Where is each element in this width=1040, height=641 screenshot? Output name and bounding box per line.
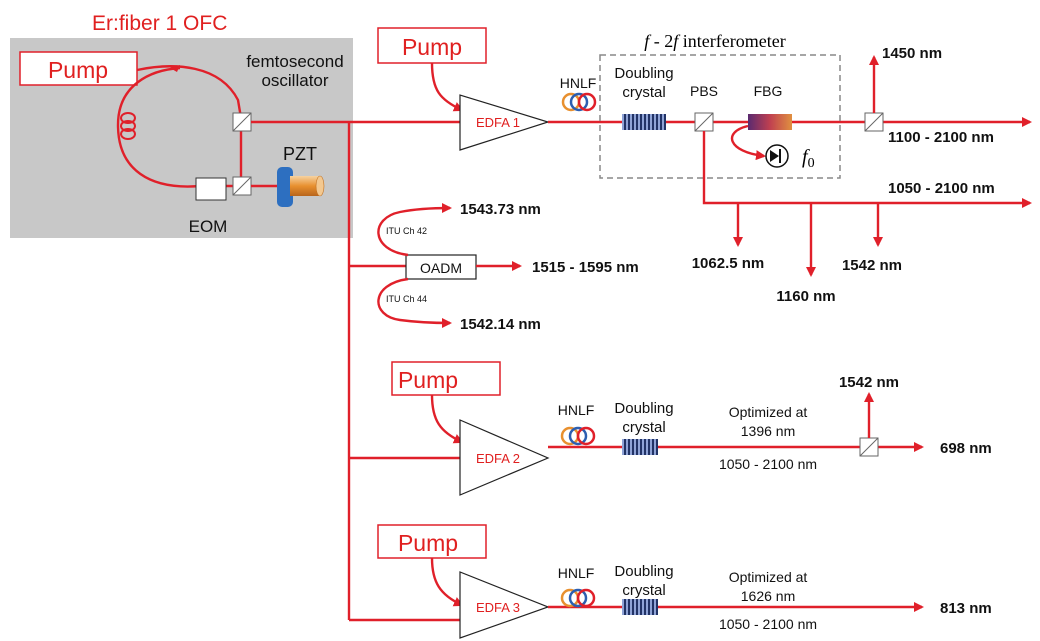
out-1100-label: 1100 - 2100 nm (888, 129, 994, 146)
eom-label: EOM (189, 217, 228, 236)
edfa3-label: EDFA 3 (476, 600, 520, 615)
branch2-pump-label: Pump (398, 367, 458, 393)
branch2-crystal-icon (622, 439, 658, 455)
branch3-opt-label-1: Optimized at (729, 569, 808, 585)
branch1-pump-label: Pump (402, 34, 462, 60)
oadm-drop-bottom-arrow (377, 277, 452, 328)
branch2-range-label: 1050 - 2100 nm (719, 456, 817, 472)
out-1062-label: 1062.5 nm (692, 255, 765, 272)
branch3-out-label: 813 nm (940, 600, 992, 617)
branch2-crystal-label-2: crystal (622, 419, 665, 436)
edfa2-label: EDFA 2 (476, 451, 520, 466)
pzt-icon (277, 167, 325, 207)
oadm-box (405, 254, 477, 280)
fbg-icon (748, 114, 792, 130)
branch1-crystal-label-1: Doubling (614, 65, 673, 82)
oadm-ch44-label: ITU Ch 44 (386, 294, 427, 304)
out-1160-label: 1160 nm (776, 288, 835, 305)
branch2-crystal-label-1: Doubling (614, 400, 673, 417)
branch2-hnlf-icon (560, 426, 596, 446)
pbs-icon (694, 112, 714, 132)
branch3-range-label: 1050 - 2100 nm (719, 616, 817, 632)
oscillator-label-1: femtosecond (246, 52, 343, 71)
pzt-label: PZT (283, 144, 317, 164)
branch2-opt-label-2: 1396 nm (741, 423, 795, 439)
f0-label: f0 (802, 146, 815, 171)
branch3-pump-box (377, 524, 487, 559)
eom-icon (195, 177, 227, 201)
oadm-out-mid-label: 1515 - 1595 nm (532, 259, 639, 276)
edfa3-triangle (459, 571, 550, 639)
branch2-hnlf-label: HNLF (558, 402, 595, 418)
branch3-crystal-label-2: crystal (622, 582, 665, 599)
branch3-pump-label: Pump (398, 530, 458, 556)
pbs-label: PBS (690, 83, 718, 99)
edfa1-label: EDFA 1 (476, 115, 520, 130)
oadm-out-bot-label: 1542.14 nm (460, 316, 541, 333)
branch3-crystal-label-1: Doubling (614, 563, 673, 580)
oadm-ch42-label: ITU Ch 42 (386, 226, 427, 236)
oadm-drop-top-arrow (377, 203, 452, 257)
out-1542-label: 1542 nm (842, 257, 902, 274)
branch2-out-label: 698 nm (940, 440, 992, 457)
branch1-crystal-icon (622, 114, 666, 130)
oscillator-pump-label: Pump (48, 57, 108, 83)
interferometer-label: f - 2f interferometer (644, 31, 785, 51)
branch2-pickoff-icon (859, 437, 879, 457)
branch3-pump-arrow (430, 557, 464, 607)
branch3-hnlf-icon (560, 588, 596, 608)
branch3-hnlf-label: HNLF (558, 565, 595, 581)
ring-fiber-left (116, 66, 201, 188)
pzt-splitter-icon (232, 176, 252, 196)
oadm-out-top-label: 1543.73 nm (460, 201, 541, 218)
branch2-opt-label-1: Optimized at (729, 404, 808, 420)
oscillator-pump-box (19, 51, 138, 86)
branch3-crystal-icon (622, 599, 658, 615)
diagram-title: Er:fiber 1 OFC (92, 12, 227, 35)
branch1-pump-arrow (430, 62, 464, 112)
interferometer-box (599, 54, 841, 179)
ring-fiber-top (136, 65, 243, 119)
fbg-label: FBG (754, 83, 783, 99)
out-1050-beam (702, 131, 1032, 208)
output-coupler-icon (232, 112, 252, 132)
branch2-out-up-label: 1542 nm (839, 374, 899, 391)
oadm-label: OADM (420, 260, 462, 276)
branch1-hnlf-icon (561, 92, 597, 112)
fiber-coil-icon (120, 112, 136, 140)
photodiode-icon (765, 144, 789, 168)
out-1050-label: 1050 - 2100 nm (888, 180, 995, 197)
branch1-hnlf-label: HNLF (560, 75, 597, 91)
out-1450-label: 1450 nm (882, 45, 942, 62)
oscillator-label-2: oscillator (261, 71, 328, 90)
fbg-reflection-arrow (730, 124, 766, 161)
edfa1-triangle (459, 94, 551, 151)
edfa2-triangle (459, 419, 550, 496)
branch1-pickoff-icon (864, 112, 884, 132)
branch2-pump-arrow (430, 394, 464, 444)
branch1-pump-box (377, 27, 487, 64)
branch3-opt-label-2: 1626 nm (741, 588, 795, 604)
branch1-crystal-label-2: crystal (622, 84, 665, 101)
branch2-pump-box (391, 361, 501, 396)
